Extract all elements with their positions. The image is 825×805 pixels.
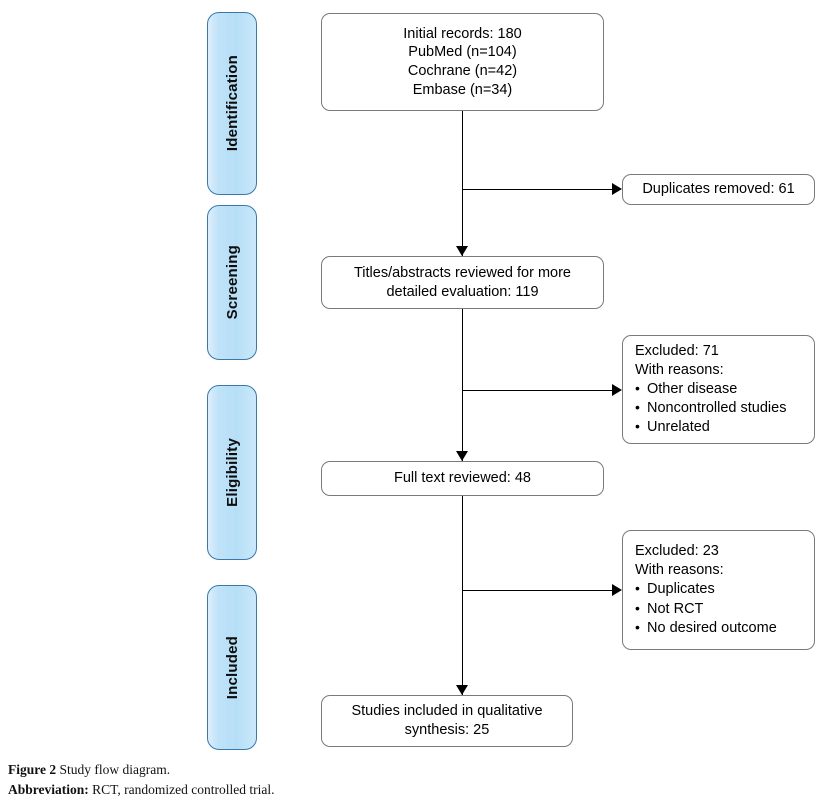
box-titles-abstracts-reviewed: Titles/abstracts reviewed for more detai…: [321, 256, 604, 309]
arrowhead-to-screening-icon: [456, 246, 468, 256]
box-excluded-screening-reasons: Other disease Noncontrolled studies Unre…: [635, 379, 786, 437]
box-initial-records: Initial records: 180 PubMed (n=104) Coch…: [321, 13, 604, 111]
box-excluded-eligibility: Excluded: 23 With reasons: Duplicates No…: [622, 530, 815, 650]
reason-item: No desired outcome: [635, 618, 777, 638]
box-titles-abstracts-reviewed-text: Titles/abstracts reviewed for more detai…: [353, 264, 572, 300]
stage-bar-eligibility: Eligibility: [207, 385, 257, 560]
caption-abbreviation-text: RCT, randomized controlled trial.: [88, 781, 275, 797]
caption-abbreviation-label: Abbreviation:: [8, 781, 89, 797]
arrowhead-to-fulltext-icon: [456, 451, 468, 461]
reason-item: Not RCT: [635, 599, 777, 619]
stage-label-eligibility: Eligibility: [223, 438, 241, 507]
figure-caption: Figure 2 Study flow diagram. Abbreviatio…: [8, 760, 628, 799]
box-excluded-eligibility-reasons: Duplicates Not RCT No desired outcome: [635, 579, 777, 638]
box-studies-included-text: Studies included in qualitative synthesi…: [351, 703, 543, 738]
box-duplicates-removed: Duplicates removed: 61: [622, 174, 815, 205]
caption-figure-text: Study flow diagram.: [56, 762, 171, 777]
stage-bar-included: Included: [207, 585, 257, 750]
box-excluded-eligibility-head: Excluded: 23 With reasons:: [635, 543, 724, 579]
caption-line-abbreviation: Abbreviation: RCT, randomized controlled…: [8, 780, 628, 800]
stage-label-identification: Identification: [223, 55, 241, 152]
reason-item: Duplicates: [635, 579, 777, 599]
connector-screening-to-excluded: [462, 390, 614, 391]
box-initial-records-text: Initial records: 180 PubMed (n=104) Coch…: [403, 25, 522, 98]
arrowhead-to-excluded71-icon: [612, 384, 622, 396]
connector-fulltext-trunk: [462, 496, 463, 695]
reason-item: Other disease: [635, 379, 786, 399]
arrowhead-to-included-icon: [456, 685, 468, 695]
box-excluded-screening: Excluded: 71 With reasons: Other disease…: [622, 335, 815, 444]
arrowhead-to-excluded23-icon: [612, 584, 622, 596]
arrowhead-to-duplicates-icon: [612, 183, 622, 195]
box-studies-included: Studies included in qualitative synthesi…: [321, 695, 573, 747]
box-full-text-reviewed-text: Full text reviewed: 48: [393, 470, 531, 487]
caption-figure-label: Figure 2: [8, 762, 57, 777]
box-full-text-reviewed: Full text reviewed: 48: [321, 461, 604, 496]
connector-fulltext-to-excluded: [462, 590, 614, 591]
caption-line-figure: Figure 2 Study flow diagram.: [8, 760, 628, 780]
stage-bar-identification: Identification: [207, 12, 257, 195]
connector-screening-trunk: [462, 309, 463, 461]
stage-bar-screening: Screening: [207, 205, 257, 360]
reason-item: Noncontrolled studies: [635, 398, 786, 418]
connector-records-trunk: [462, 111, 463, 256]
stage-label-screening: Screening: [223, 245, 241, 320]
stage-label-included: Included: [223, 635, 241, 700]
reason-item: Unrelated: [635, 417, 786, 437]
box-excluded-screening-head: Excluded: 71 With reasons:: [635, 342, 724, 378]
box-duplicates-removed-text: Duplicates removed: 61: [642, 181, 795, 198]
connector-records-to-duplicates: [462, 189, 614, 190]
